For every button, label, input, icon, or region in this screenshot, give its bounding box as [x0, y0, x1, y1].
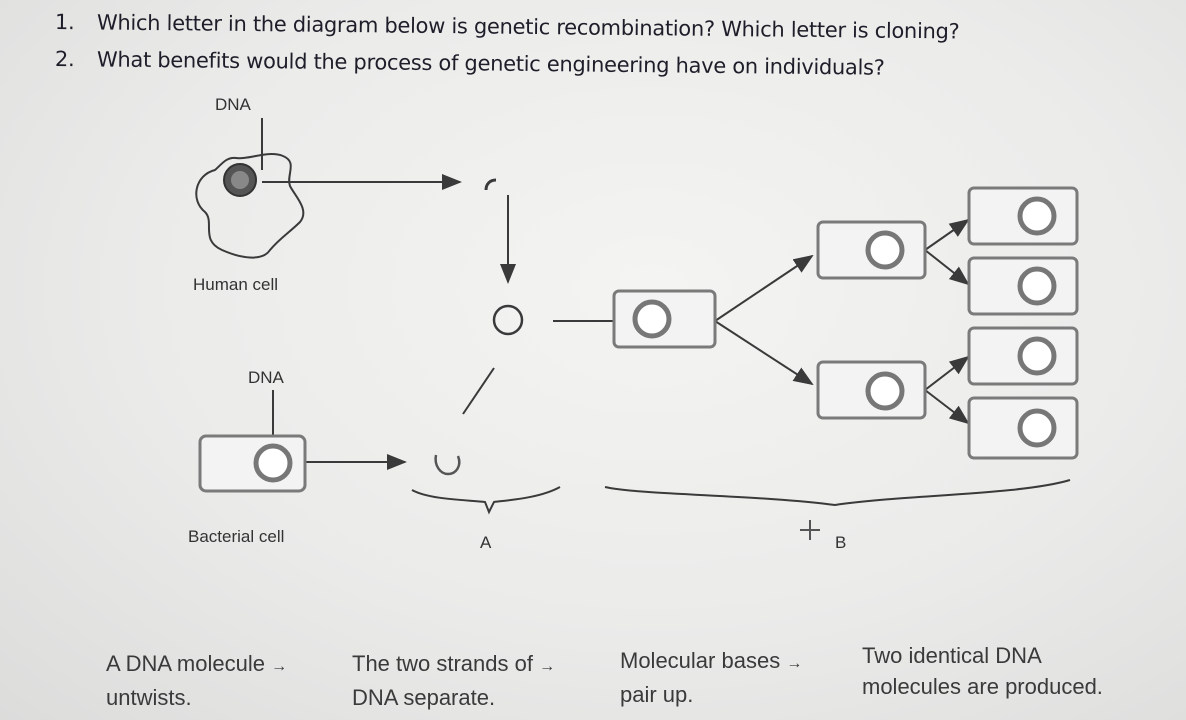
move-cursor-icon — [800, 520, 820, 540]
label-a: A — [480, 533, 492, 552]
step-4-line1: Two identical DNA — [862, 643, 1042, 668]
human-cell-outline — [195, 153, 305, 259]
label-b: B — [835, 533, 847, 552]
step-arrow-1: → — [271, 658, 288, 675]
step-arrow-2: → — [539, 658, 556, 675]
step-4-line2: molecules are produced. — [862, 674, 1103, 699]
process-step-3: Molecular bases → pair up. — [620, 645, 802, 710]
process-step-4: Two identical DNA molecules are produced. — [862, 640, 1103, 702]
step-3-line1: Molecular bases — [620, 648, 781, 673]
step-3-line2: pair up. — [620, 682, 694, 707]
step-1-line1: A DNA molecule — [106, 651, 265, 676]
step-2-line2: DNA separate. — [352, 685, 496, 710]
process-step-2: The two strands of → DNA separate. — [352, 648, 555, 713]
dna-label-top: DNA — [215, 95, 251, 114]
step-2-line1: The two strands of — [352, 651, 533, 676]
dna-label-bottom: DNA — [248, 368, 284, 387]
step-1-line2: untwists. — [106, 685, 192, 710]
step-arrow-3: → — [786, 655, 803, 672]
bacterial-cell-label: Bacterial cell — [188, 527, 285, 546]
process-step-1: A DNA molecule → untwists. — [106, 648, 287, 713]
human-cell-label: Human cell — [193, 275, 279, 294]
